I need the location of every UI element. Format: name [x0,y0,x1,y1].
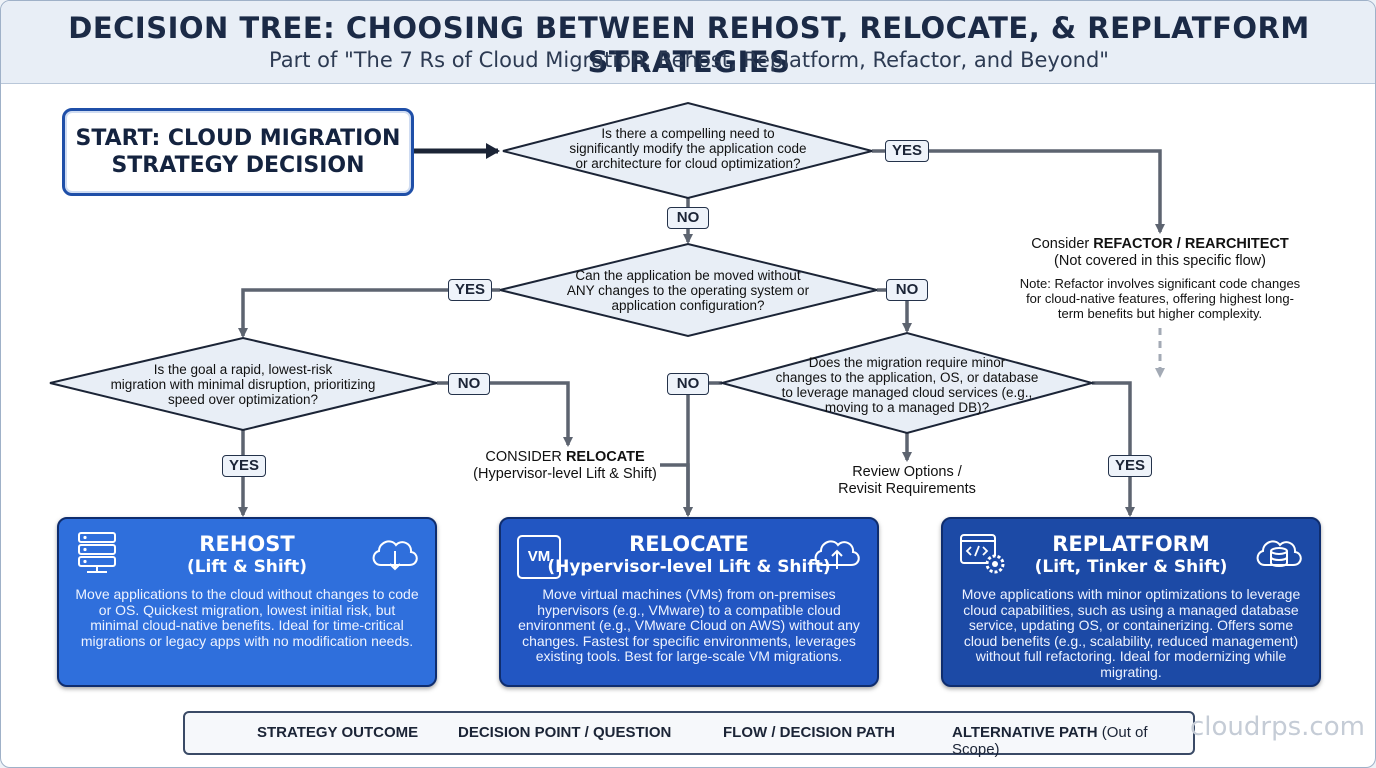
header-band [1,1,1375,84]
server-rack-icon [78,532,116,573]
question-q3-text: Is the goal a rapid, lowest-risk migrati… [93,362,393,407]
relocate-card: VM RELOCATE (Hypervisor-level Lift & Shi… [499,517,879,687]
review-line: Revisit Requirements [838,481,976,497]
refactor-strong: REFACTOR / REARCHITECT [1093,236,1289,252]
q2-no-label: NO [886,279,928,301]
decision-diamond-q1 [502,101,873,200]
refactor-note: Note: Refactor involves significant code… [1005,276,1315,321]
replatform-title: REPLATFORM [1052,532,1210,556]
refactor-note-line: term benefits but higher complexity. [1057,306,1263,321]
q1-line: significantly modify the application cod… [569,141,807,156]
page-title: DECISION TREE: CHOOSING BETWEEN REHOST, … [68,11,1310,79]
legend-decision-label: DECISION POINT / QUESTION [458,724,672,741]
legend-alt-text: ALTERNATIVE PATH [952,724,1098,741]
start-line-1: START: CLOUD MIGRATION [75,126,401,151]
legend: STRATEGY OUTCOME DECISION POINT / QUESTI… [183,711,1195,758]
q2-line: Can the application be moved without [575,268,801,283]
q2-line: application configuration? [611,298,765,313]
question-q1-text: Is there a compelling need to significan… [553,126,823,171]
cloud-database-icon [1256,540,1302,567]
relocate-hint-strong: RELOCATE [565,449,645,465]
q4-no-label: NO [667,373,709,395]
replatform-card: REPLATFORM (Lift, Tinker & Shift) Move a… [941,517,1321,687]
q1-yes-label: YES [885,140,929,162]
rehost-description: Move applications to the cloud without c… [75,586,419,649]
relocate-subtitle: (Hypervisor-level Lift & Shift) [547,557,831,577]
q3-yes-label: YES [222,455,266,477]
rehost-card: REHOST (Lift & Shift) Move applications … [57,517,437,687]
relocate-title: RELOCATE [629,532,749,556]
legend-flow-label: FLOW / DECISION PATH [723,724,895,741]
q4-yes-label: YES [1108,455,1152,477]
relocate-hint: CONSIDER RELOCATE (Hypervisor-level Lift… [466,449,664,483]
q4-line: to leverage managed cloud services (e.g.… [781,385,1033,400]
vm-icon: VM [517,535,561,579]
q1-line: or architecture for cloud optimization? [575,156,801,171]
code-gear-icon [960,534,1005,574]
page-subtitle: Part of "The 7 Rs of Cloud Migration: Re… [269,48,1109,72]
replatform-subtitle: (Lift, Tinker & Shift) [1034,557,1228,577]
relocate-hint-prefix: CONSIDER [485,449,566,465]
q2-yes-label: YES [448,279,492,301]
legend-alt-note: (Out of Scope) [952,724,1148,758]
question-q4-text: Does the migration require minor changes… [767,355,1047,415]
rehost-subtitle: (Lift & Shift) [186,557,308,577]
review-options-text: Review Options / Revisit Requirements [817,464,997,498]
cloud-upload-icon [814,540,860,569]
q4-line: changes to the application, OS, or datab… [775,370,1039,385]
relocate-description: Move virtual machines (VMs) from on-prem… [518,586,860,664]
refactor-note-line: for cloud-native features, offering high… [1026,291,1294,306]
question-q2-text: Can the application be moved without ANY… [548,268,828,313]
replatform-description: Move applications with minor optimizatio… [961,586,1301,680]
q3-line: speed over optimization? [167,392,319,407]
decision-diamond-q2 [499,242,878,338]
q4-no-path [683,381,722,517]
cloud-download-icon [372,540,418,571]
q4-line: moving to a managed DB)? [824,400,990,415]
legend-alt-label: ALTERNATIVE PATH (Out of Scope) [952,724,1193,758]
start-line-2: STRATEGY DECISION [111,153,365,178]
relocate-hint-path [660,463,693,517]
decision-diamond-q4 [718,331,1096,435]
legend-outcome-label: STRATEGY OUTCOME [257,724,419,741]
relocate-hint-sub: (Hypervisor-level Lift & Shift) [473,466,657,482]
q2-line: ANY changes to the operating system or [566,283,810,298]
q1-yes-path [872,149,1165,234]
refactor-sub: (Not covered in this specific flow) [1054,253,1266,269]
watermark: cloudrps.com [1190,712,1365,742]
q1-no-label: NO [667,207,709,229]
q3-line: migration with minimal disruption, prior… [110,377,376,392]
decision-diamond-q3 [49,336,438,432]
refactor-note-line: Note: Refactor involves significant code… [1019,276,1301,291]
q4-line: Does the migration require minor [808,355,1006,370]
q4-yes-path [1092,381,1135,517]
q3-no-label: NO [448,373,490,395]
refactor-consideration: Consider REFACTOR / REARCHITECT (Not cov… [1010,236,1310,270]
q1-line: Is there a compelling need to [601,126,775,141]
q2-yes-path [238,288,500,338]
q3-line: Is the goal a rapid, lowest-risk [153,362,333,377]
refactor-prefix: Consider [1031,236,1094,252]
rehost-title: REHOST [199,532,295,556]
review-line: Review Options / [852,464,962,480]
